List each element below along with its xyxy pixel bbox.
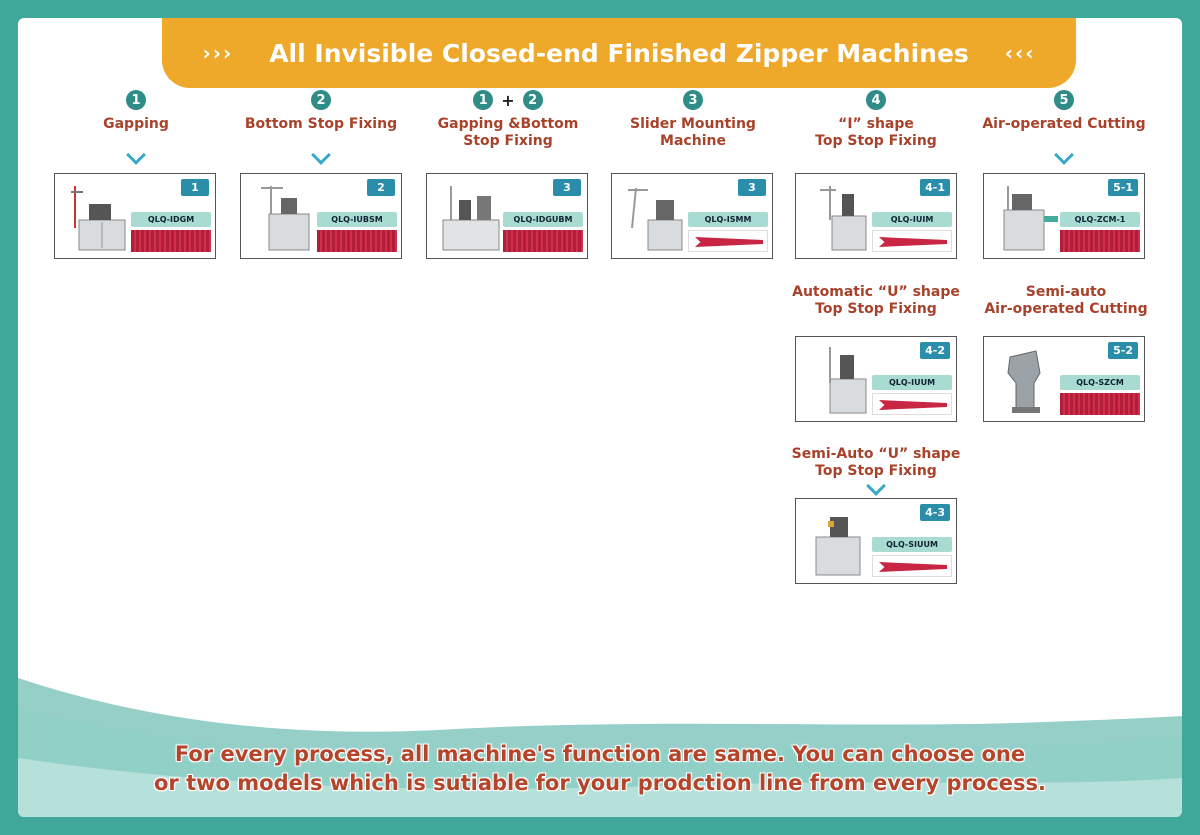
- step-label-line2: Top Stop Fixing: [815, 133, 937, 149]
- step-label: Air-operated Cutting: [982, 116, 1146, 132]
- step-label: Bottom Stop Fixing: [244, 116, 398, 132]
- step-number-icon: 2: [311, 90, 331, 110]
- machine-image: [71, 186, 126, 251]
- model-label: QLQ-SZCM: [1060, 375, 1140, 390]
- card-badge: 3: [553, 179, 581, 196]
- footer-line1: For every process, all machine's functio…: [174, 742, 1026, 766]
- card-badge: 1: [181, 179, 209, 196]
- banner-right-arrows: ‹‹‹: [1004, 41, 1036, 65]
- zipper-sample: [872, 555, 952, 577]
- footer-note: For every process, all machine's functio…: [0, 740, 1200, 798]
- card-badge: 4-2: [920, 342, 950, 359]
- zipper-sample: [503, 230, 583, 252]
- card-badge: 2: [367, 179, 395, 196]
- machine-card[interactable]: 4-2 QLQ-IUUM: [795, 336, 957, 422]
- machine-card[interactable]: 4-1 QLQ-IUIM: [795, 173, 957, 259]
- machine-image: [628, 187, 683, 251]
- model-label: QLQ-ISMM: [688, 212, 768, 227]
- step-number-icon: 1: [473, 90, 494, 110]
- zipper-sample: [131, 230, 211, 252]
- step-semi-auto-u-shape: Semi-Auto “U” shape Top Stop Fixing: [786, 446, 966, 480]
- card-badge: 4-1: [920, 179, 950, 196]
- machine-card[interactable]: 4-3 QLQ-SIUUM: [795, 498, 957, 584]
- step-number-icon: 3: [683, 90, 703, 110]
- banner-left-arrows: ›››: [202, 41, 234, 65]
- step-label-line2: Top Stop Fixing: [815, 463, 937, 479]
- step-label-line1: Slider Mounting: [630, 116, 756, 132]
- card-badge: 5-1: [1108, 179, 1138, 196]
- step-label-line1: Semi-Auto “U” shape: [791, 446, 961, 462]
- step-number-icon: 1: [126, 90, 146, 110]
- card-badge: 3: [738, 179, 766, 196]
- machine-card[interactable]: 1 QLQ-IDGM: [54, 173, 216, 259]
- step-automatic-u-shape: Automatic “U” shape Top Stop Fixing: [786, 284, 966, 318]
- machine-image: [829, 347, 867, 414]
- machine-card[interactable]: 3 QLQ-IDGUBM: [426, 173, 588, 259]
- step-semi-auto-cutting: Semi-auto Air-operated Cutting: [976, 284, 1156, 318]
- decorative-wave: [18, 678, 1182, 817]
- step-gapping: 1 Gapping: [46, 90, 226, 133]
- machine-image: [261, 186, 310, 251]
- step-number-icon: 5: [1054, 90, 1074, 110]
- model-label: QLQ-SIUUM: [872, 537, 952, 552]
- step-label-line2: Top Stop Fixing: [815, 301, 937, 317]
- model-label: QLQ-IUUM: [872, 375, 952, 390]
- machine-image: [442, 186, 500, 251]
- step-label-line2: Stop Fixing: [463, 133, 553, 149]
- model-label: QLQ-IDGUBM: [503, 212, 583, 227]
- model-label: QLQ-IUIM: [872, 212, 952, 227]
- model-label: QLQ-IDGM: [131, 212, 211, 227]
- zipper-sample: [688, 230, 768, 252]
- footer-line2: or two models which is sutiable for your…: [154, 771, 1046, 795]
- machine-card[interactable]: 5-2 QLQ-SZCM: [983, 336, 1145, 422]
- step-air-operated-cutting: 5 Air-operated Cutting: [974, 90, 1154, 133]
- card-badge: 4-3: [920, 504, 950, 521]
- step-slider-mounting: 3 Slider Mounting Machine: [603, 90, 783, 150]
- machine-image: [1003, 186, 1058, 251]
- step-number-icon: 4: [866, 90, 886, 110]
- step-bottom-stop-fixing: 2 Bottom Stop Fixing: [231, 90, 411, 133]
- machine-image: [1007, 350, 1041, 413]
- zipper-sample: [872, 230, 952, 252]
- step-label-line2: Machine: [660, 133, 726, 149]
- machine-card[interactable]: 2 QLQ-IUBSM: [240, 173, 402, 259]
- machine-image: [815, 517, 861, 576]
- step-label-line2: Air-operated Cutting: [984, 301, 1148, 317]
- zipper-sample: [872, 393, 952, 415]
- plus-sign: +: [501, 90, 515, 110]
- step-label-line1: Automatic “U” shape: [792, 284, 960, 300]
- card-badge: 5-2: [1108, 342, 1138, 359]
- zipper-sample: [1060, 393, 1140, 415]
- step-label-line1: Semi-auto: [1025, 284, 1107, 300]
- model-label: QLQ-IUBSM: [317, 212, 397, 227]
- page-title: All Invisible Closed-end Finished Zipper…: [269, 38, 969, 68]
- step-number-icon: 2: [522, 90, 543, 110]
- step-i-shape-top-stop: 4 “I” shape Top Stop Fixing: [786, 90, 966, 150]
- model-label: QLQ-ZCM-1: [1060, 212, 1140, 227]
- machine-card[interactable]: 5-1 QLQ-ZCM-1: [983, 173, 1145, 259]
- machine-card[interactable]: 3 QLQ-ISMM: [611, 173, 773, 259]
- zipper-sample: [317, 230, 397, 252]
- step-label-line1: Gapping &Bottom: [437, 116, 579, 132]
- step-label: Gapping: [103, 116, 169, 132]
- title-banner: ››› All Invisible Closed-end Finished Zi…: [162, 18, 1076, 88]
- step-gapping-bottom-stop: 1 + 2 Gapping &Bottom Stop Fixing: [418, 90, 598, 150]
- machine-image: [820, 186, 867, 251]
- zipper-sample: [1060, 230, 1140, 252]
- step-label-line1: “I” shape: [838, 116, 914, 132]
